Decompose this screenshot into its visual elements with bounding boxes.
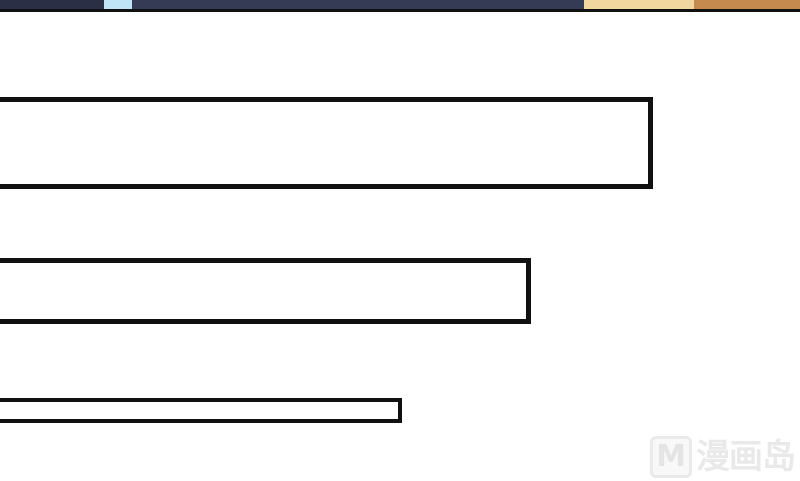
panel-art-dark-segment xyxy=(0,0,104,9)
site-watermark: M 漫画岛 xyxy=(650,434,796,480)
panel-art-skin-segment xyxy=(584,0,694,9)
panel-art-navy-segment xyxy=(132,0,584,9)
empty-caption-box-medium xyxy=(0,258,531,324)
empty-caption-box-small xyxy=(0,398,402,423)
panel-art-light-blue-segment xyxy=(104,0,132,9)
previous-panel-edge xyxy=(0,0,800,12)
empty-caption-box-large xyxy=(0,97,653,189)
watermark-site-name: 漫画岛 xyxy=(696,437,796,477)
watermark-logo-icon: M xyxy=(650,436,692,478)
panel-art-brown-segment xyxy=(694,0,800,9)
